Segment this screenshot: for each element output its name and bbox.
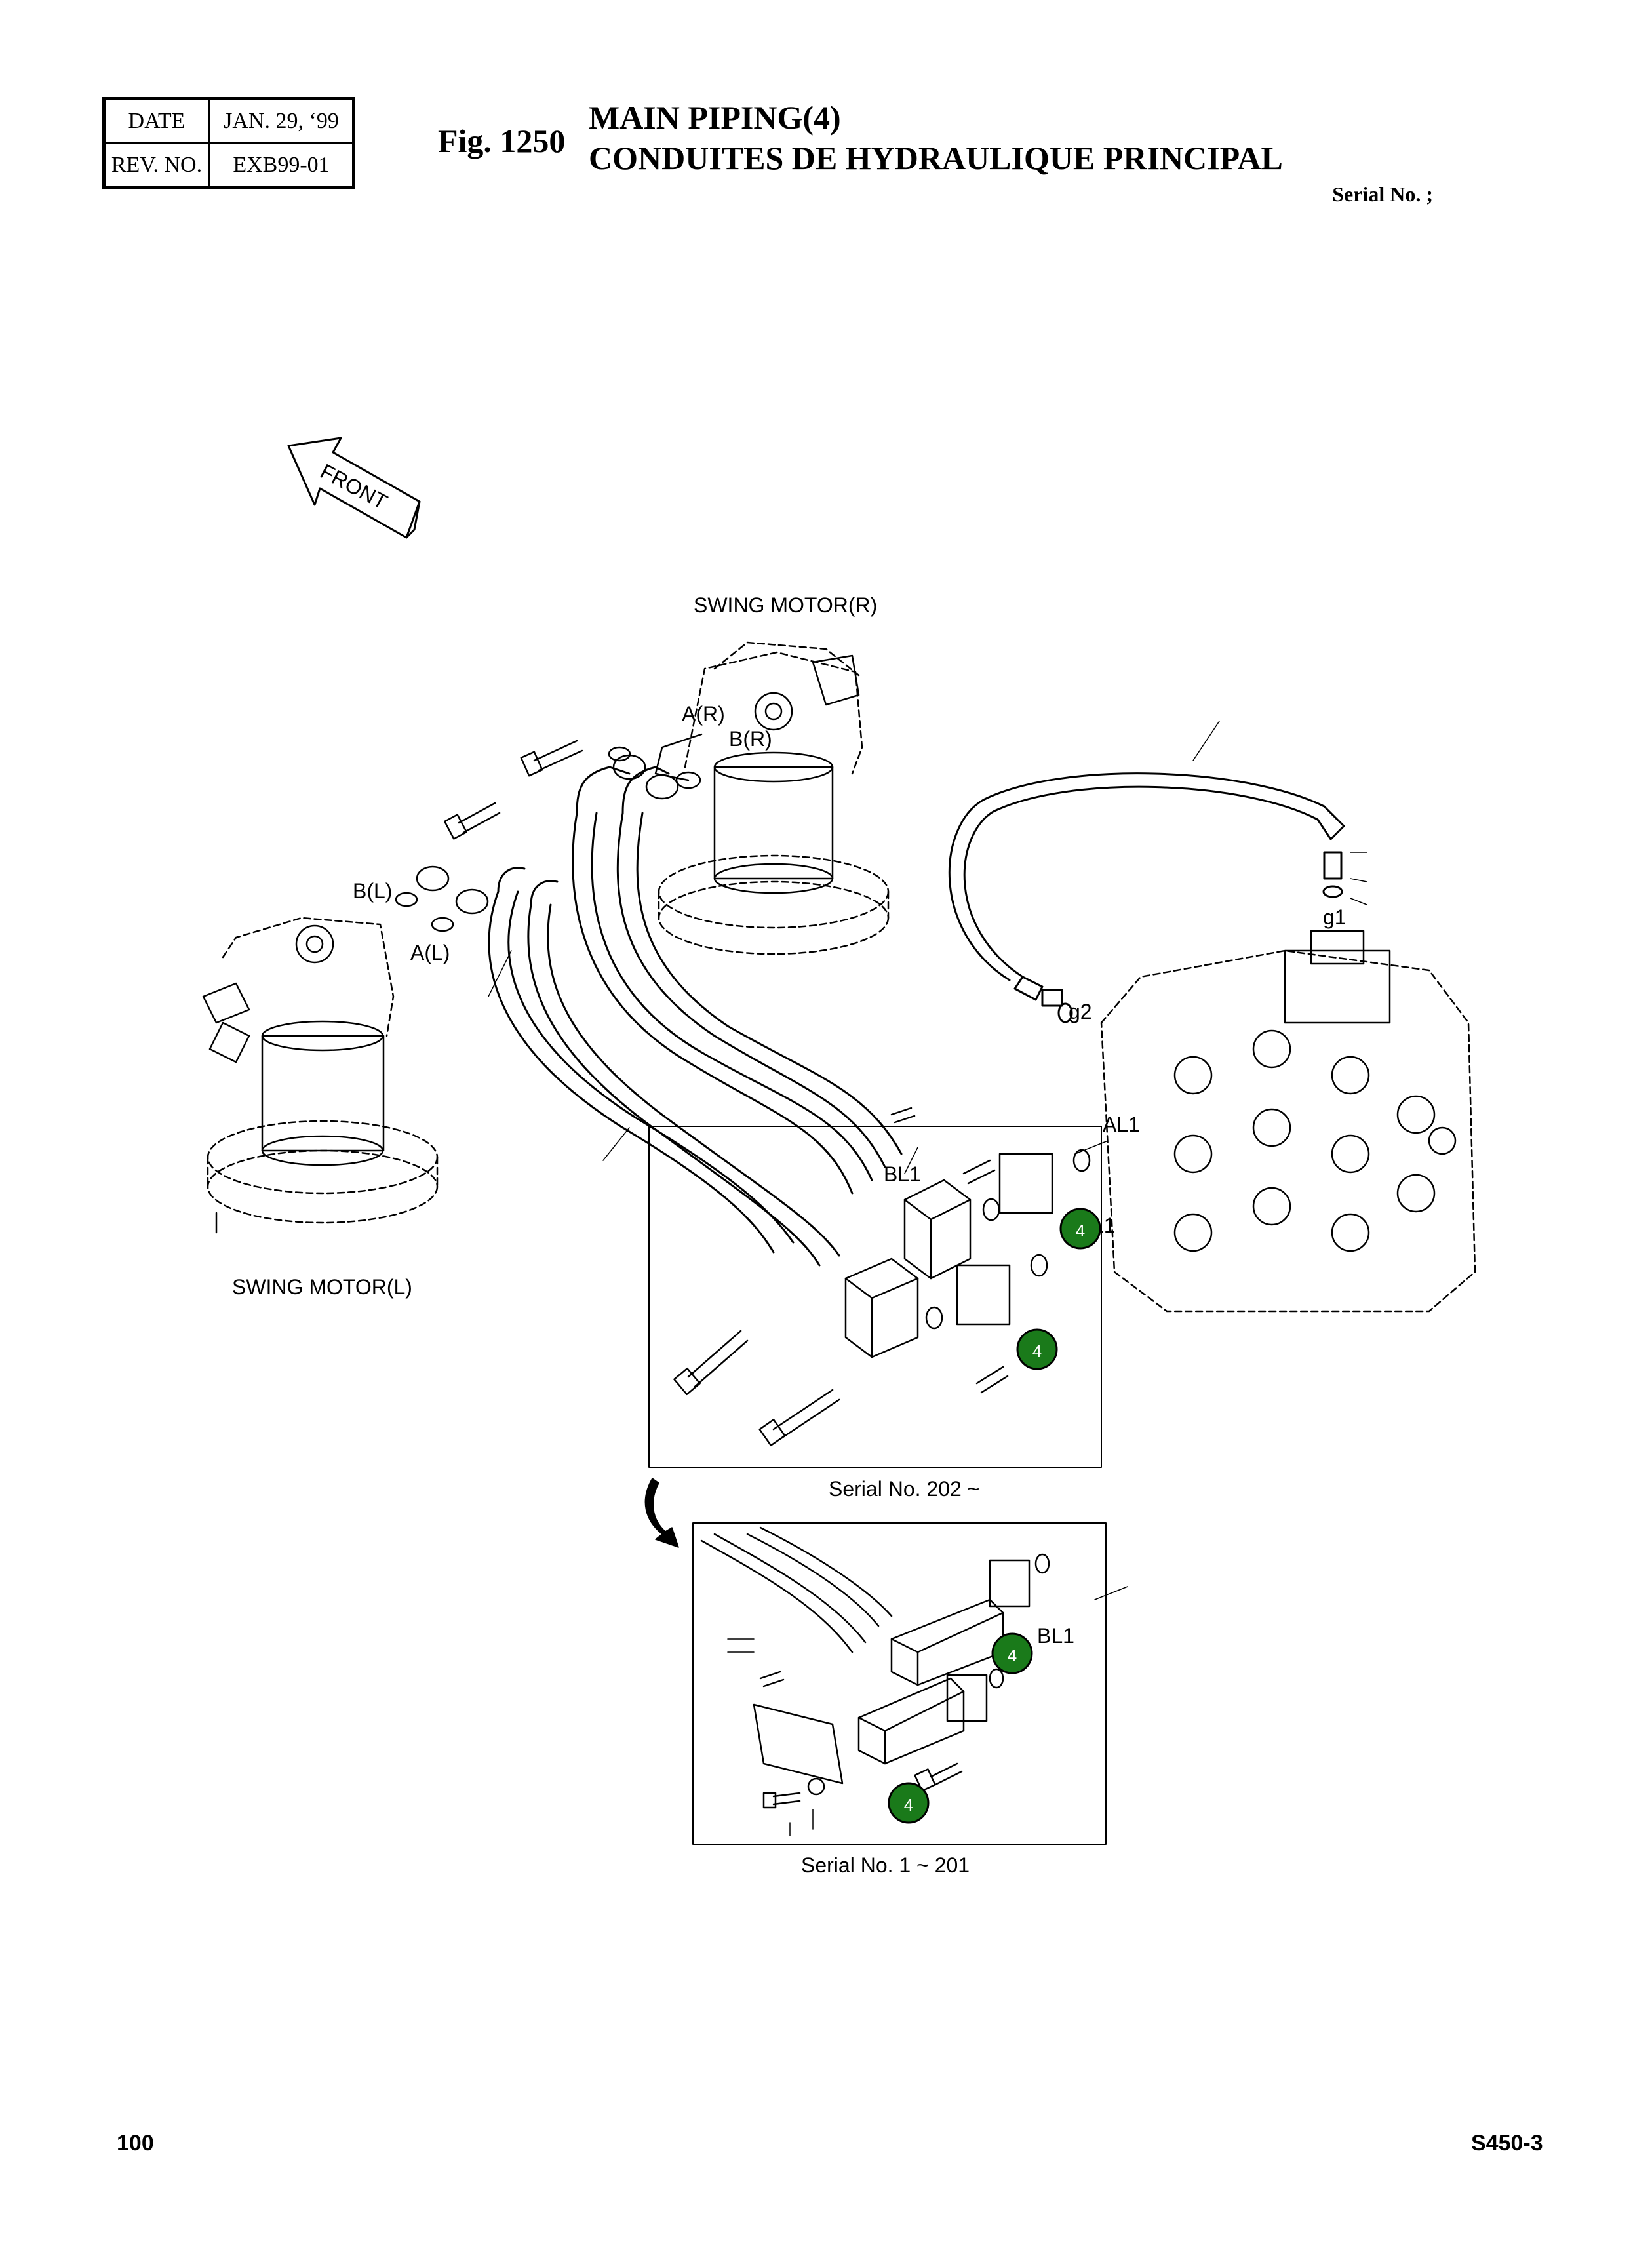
flange-fittings (395, 740, 701, 932)
front-arrow-icon: FRONT (287, 437, 421, 539)
model-number: S450-3 (1471, 2131, 1543, 2156)
svg-text:4: 4 (1008, 1646, 1017, 1665)
label-swing-motor-l: SWING MOTOR(L) (232, 1275, 412, 1299)
callout-3: 4 (991, 1632, 1033, 1674)
revision-table: DATE JAN. 29, ‘99 REV. NO. EXB99-01 (102, 97, 355, 189)
title-english: MAIN PIPING(4) (589, 99, 841, 136)
inset-box-202 (648, 1126, 1102, 1468)
hose-g1-g2 (948, 772, 1345, 1023)
label-port-bl1-partial: BL1 (884, 1162, 921, 1186)
inset-arrow-icon (644, 1478, 679, 1548)
date-label: DATE (104, 99, 209, 143)
serial-header: Serial No. ; (1332, 182, 1433, 206)
title-french: CONDUITES DE HYDRAULIQUE PRINCIPAL (589, 140, 1283, 176)
label-port-g2: g2 (1069, 1000, 1092, 1023)
date-value: JAN. 29, ‘99 (209, 99, 353, 143)
caption-serial-202: Serial No. 202 ~ (829, 1477, 979, 1501)
label-port-g1: g1 (1323, 905, 1347, 929)
callout-4: 4 (888, 1782, 930, 1824)
label-port-br: B(R) (729, 727, 772, 751)
label-port-bl1: BL1 (1037, 1624, 1074, 1648)
swing-motor-r (654, 641, 890, 955)
svg-text:4: 4 (1032, 1341, 1042, 1361)
main-hoses (488, 766, 903, 1267)
label-port-al1: AL1 (1103, 1113, 1140, 1136)
swing-motor-l (202, 917, 439, 1234)
label-port-bl: B(L) (353, 879, 392, 903)
svg-text:4: 4 (1076, 1221, 1085, 1240)
callout-2: 4 (1016, 1328, 1058, 1370)
page-number: 100 (117, 2131, 154, 2156)
inset1-components (673, 1107, 1091, 1446)
inset2-components (700, 1526, 1050, 1809)
label-port-al: A(L) (410, 941, 450, 964)
control-valve (1100, 930, 1476, 1313)
label-port-ar: A(R) (682, 702, 725, 726)
callout-1: 4 (1059, 1208, 1101, 1250)
svg-text:4: 4 (904, 1795, 913, 1815)
rev-label: REV. NO. (104, 143, 209, 187)
figure-number: Fig. 1250 (438, 123, 566, 159)
caption-serial-1-201: Serial No. 1 ~ 201 (801, 1853, 970, 1877)
label-swing-motor-r: SWING MOTOR(R) (694, 593, 877, 617)
inset-box-201 (692, 1522, 1107, 1845)
leader-lines (488, 721, 1367, 1836)
rev-value: EXB99-01 (209, 143, 353, 187)
